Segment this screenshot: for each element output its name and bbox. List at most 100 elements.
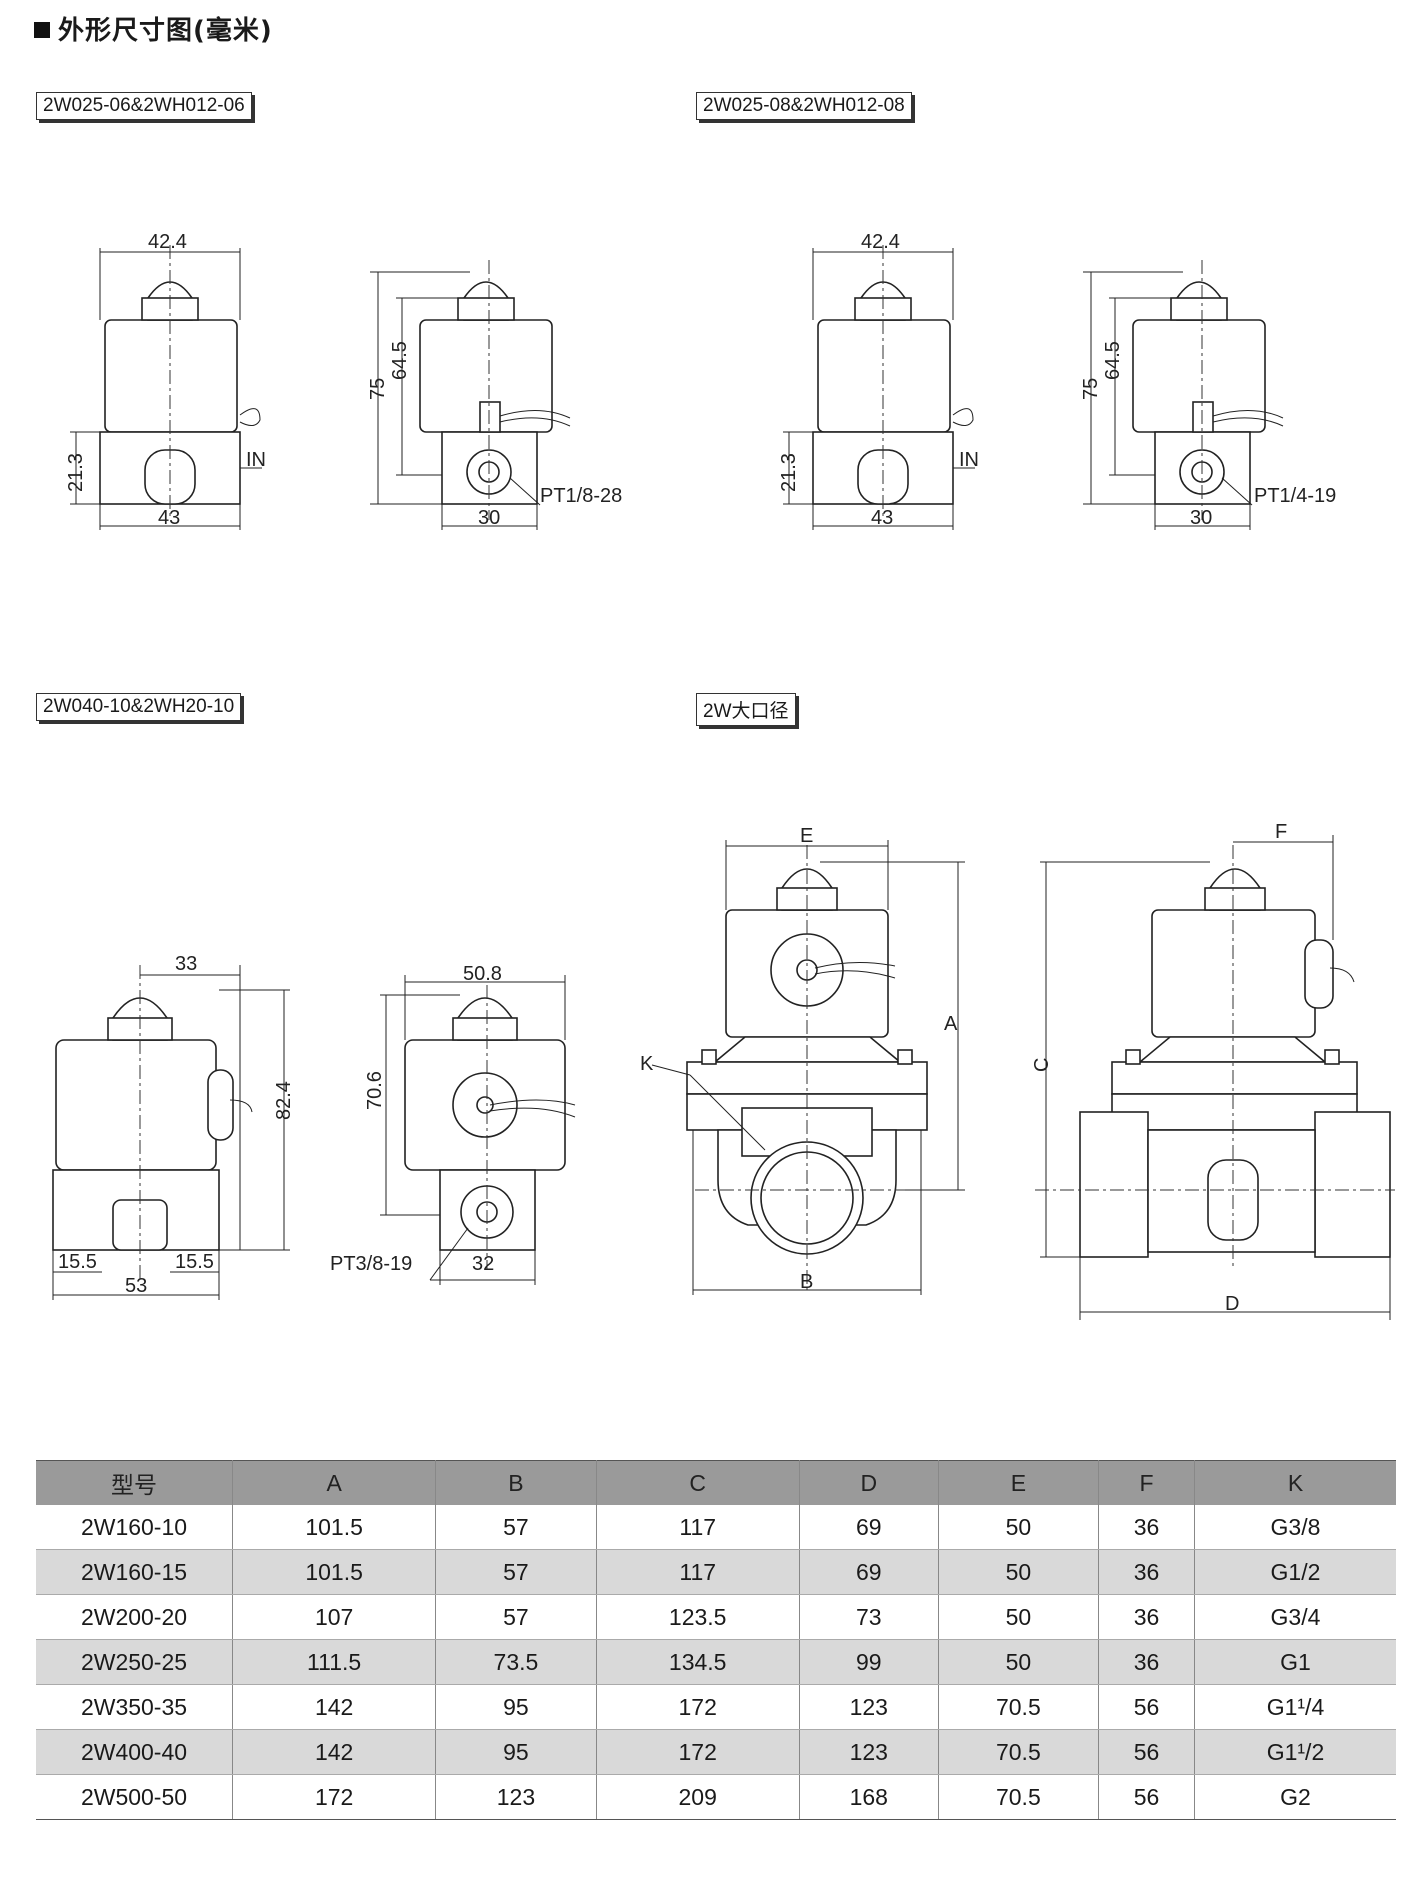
dim-d2-port: PT1/4-19 [1254,485,1336,507]
model-label-2: 2W025-08&2WH012-08 [696,92,912,120]
cell: 95 [435,1729,597,1775]
dim-d1-width: 42.4 [148,231,187,253]
cell: 36 [1098,1594,1195,1640]
dim-d3-side-height: 70.6 [364,1071,386,1110]
cell: G1¹/2 [1193,1729,1396,1775]
dim-d1-in: IN [246,449,266,471]
page-title-text: 外形尺寸图(毫米) [58,16,273,46]
drawings-canvas: 42.4 21.3 IN 43 75 64.5 30 PT1/8-28 [52,231,1395,1320]
cell: 56 [1098,1729,1195,1775]
dim-d2-side-base: 30 [1190,507,1212,529]
cell: 70.5 [937,1729,1100,1775]
cell: 111.5 [231,1639,437,1685]
dim-d4-c: C [1031,1058,1053,1072]
dim-d2-width: 42.4 [861,231,900,253]
header-a: A [231,1460,437,1505]
table-header-row: 型号 A B C D E F K [36,1460,1396,1505]
cell: 50 [937,1594,1100,1640]
cell: 2W250-25 [36,1639,233,1685]
page-title: 外形尺寸图(毫米) [34,10,273,47]
drawing-3-side [380,975,576,1285]
dim-d4-k: K [640,1053,654,1075]
drawing-3-front [52,965,290,1300]
drawing-4-side [1035,835,1395,1320]
dim-d4-d: D [1225,1293,1239,1315]
dim-d2-base: 43 [871,507,893,529]
dim-d3-left: 15.5 [58,1251,97,1273]
cell: 95 [435,1684,597,1730]
drawing-1-front [70,245,262,530]
cell: 2W350-35 [36,1684,233,1730]
header-f: F [1098,1460,1195,1505]
cell: 69 [798,1505,939,1550]
cell: 69 [798,1549,939,1595]
cell: 123 [435,1774,597,1820]
cell: 117 [595,1549,800,1595]
dim-d1-coil: 64.5 [389,341,411,380]
dim-d4-b: B [800,1271,813,1293]
drawing-1-side [370,260,571,530]
cell: 36 [1098,1505,1195,1550]
cell: 123 [798,1684,939,1730]
dim-d3-side-base: 32 [472,1253,494,1275]
cell: 172 [595,1684,800,1730]
cell: G2 [1193,1774,1396,1820]
cell: G3/8 [1193,1505,1396,1550]
dim-d3-top: 33 [175,953,197,975]
cell: 36 [1098,1549,1195,1595]
cell: 50 [937,1505,1100,1550]
cell: 134.5 [595,1639,800,1685]
dim-d2-in: IN [959,449,979,471]
dim-d3-base: 53 [125,1275,147,1297]
header-model: 型号 [36,1460,233,1505]
header-c: C [595,1460,800,1505]
cell: 57 [435,1594,597,1640]
cell: 209 [595,1774,800,1820]
dim-d3-side-width: 50.8 [463,963,502,985]
dim-d4-a: A [944,1013,958,1035]
cell: G1 [1193,1639,1396,1685]
dim-d2-coil: 64.5 [1102,341,1124,380]
cell: 172 [595,1729,800,1775]
cell: 50 [937,1639,1100,1685]
model-label-1: 2W025-06&2WH012-06 [36,92,252,120]
drawing-2-front [783,245,975,530]
header-k: K [1193,1460,1396,1505]
drawing-4-front [651,840,965,1295]
cell: 73 [798,1594,939,1640]
square-bullet-icon [34,22,50,38]
cell: 142 [231,1684,437,1730]
cell: 2W500-50 [36,1774,233,1820]
cell: 2W160-10 [36,1505,233,1550]
cell: 2W200-20 [36,1594,233,1640]
cell: 142 [231,1729,437,1775]
cell: 168 [798,1774,939,1820]
header-b: B [435,1460,597,1505]
cell: 172 [231,1774,437,1820]
dim-d1-base: 43 [158,507,180,529]
cell: 101.5 [231,1505,437,1550]
cell: G3/4 [1193,1594,1396,1640]
dim-d2-inlet: 21.3 [778,453,800,492]
cell: 50 [937,1549,1100,1595]
dim-d4-e: E [800,825,813,847]
cell: G1¹/4 [1193,1684,1396,1730]
drawing-2-side [1083,260,1284,530]
cell: 36 [1098,1639,1195,1685]
cell: 56 [1098,1684,1195,1730]
model-label-3: 2W040-10&2WH20-10 [36,693,242,721]
cell: 2W400-40 [36,1729,233,1775]
cell: 117 [595,1505,800,1550]
cell: 70.5 [937,1684,1100,1730]
dim-d3-port: PT3/8-19 [330,1253,412,1275]
dim-d1-total: 75 [367,378,389,400]
cell: 73.5 [435,1639,597,1685]
